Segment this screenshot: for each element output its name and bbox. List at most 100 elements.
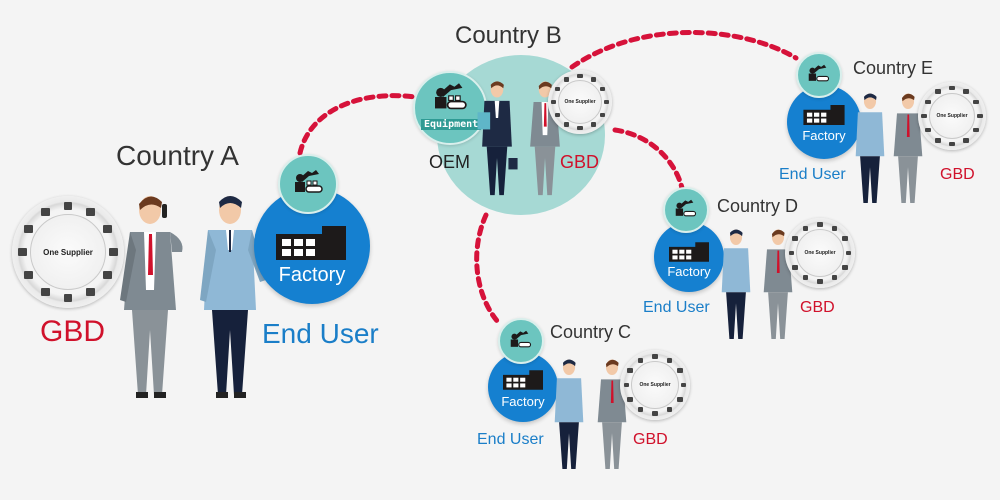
product-thumbnail-icon [817, 279, 823, 285]
product-thumbnail-icon [564, 77, 570, 82]
product-thumbnail-icon [63, 294, 73, 302]
connector-b-a [297, 93, 418, 156]
factory-label-c: Factory [501, 394, 545, 409]
product-thumbnail-icon [925, 99, 931, 105]
product-thumbnail-icon [600, 86, 606, 92]
product-thumbnail-icon [817, 221, 823, 227]
product-thumbnail-icon [977, 113, 983, 119]
product-thumbnail-icon [949, 85, 955, 91]
supplier-label-b: One Supplier [558, 80, 602, 124]
product-thumbnail-icon [63, 202, 73, 210]
country-b-title: Country B [455, 22, 562, 49]
end-user-label-c: End User [477, 431, 544, 448]
country-d-title: Country D [717, 196, 799, 216]
product-thumbnail-icon [623, 382, 630, 388]
product-thumbnail-icon [86, 208, 96, 217]
product-thumbnail-icon [40, 208, 50, 217]
product-thumbnail-icon [554, 86, 560, 92]
product-thumbnail-icon [921, 113, 927, 119]
supplier-label-d: One Supplier [796, 229, 844, 277]
equipment-circle-c [498, 318, 544, 364]
product-thumbnail-icon [831, 225, 838, 231]
robot-arm-conveyor-icon [808, 64, 830, 82]
product-thumbnail-icon [935, 137, 941, 143]
supplier-label-c: One Supplier [631, 361, 679, 409]
product-thumbnail-icon [590, 77, 596, 82]
product-thumbnail-icon [963, 89, 969, 95]
equipment-circle-d [663, 187, 709, 233]
oem-person-icon [477, 81, 518, 196]
country-e-title: Country E [853, 58, 934, 78]
end-user-label-e: End User [779, 166, 846, 183]
supplier-label-a: One Supplier [30, 214, 106, 290]
product-thumbnail-icon [637, 357, 644, 363]
product-thumbnail-icon [842, 236, 848, 242]
product-thumbnail-icon [666, 357, 673, 363]
product-thumbnail-icon [554, 112, 560, 118]
product-thumbnail-icon [23, 225, 33, 233]
end-user-label-d: End User [643, 299, 710, 316]
factory-label-d: Factory [667, 264, 711, 279]
equipment-label-b: Equipment [421, 119, 482, 130]
product-thumbnail-icon [677, 368, 683, 374]
supplier-ring-b: One Supplier [548, 70, 612, 134]
gbd-person-c-icon [597, 359, 627, 469]
product-thumbnail-icon [925, 127, 931, 133]
product-thumbnail-icon [17, 248, 27, 256]
product-thumbnail-icon [831, 275, 838, 281]
product-thumbnail-icon [973, 99, 979, 105]
product-thumbnail-icon [590, 122, 596, 127]
product-thumbnail-icon [109, 248, 119, 256]
oem-label: OEM [429, 152, 471, 172]
equipment-circle-a [278, 154, 338, 214]
supplier-ring-c: One Supplier [620, 350, 690, 420]
country-a-title: Country A [116, 140, 239, 171]
equipment-circle-e [796, 52, 842, 98]
product-thumbnail-icon [802, 275, 809, 281]
product-thumbnail-icon [577, 73, 583, 78]
product-thumbnail-icon [666, 407, 673, 413]
product-thumbnail-icon [652, 411, 658, 417]
product-thumbnail-icon [103, 225, 113, 233]
connector-b-c [474, 212, 501, 325]
end-user-person-e-icon [855, 93, 885, 203]
factory-building-icon [669, 242, 709, 262]
product-thumbnail-icon [652, 353, 658, 359]
product-thumbnail-icon [973, 127, 979, 133]
product-thumbnail-icon [792, 264, 798, 270]
product-thumbnail-icon [627, 396, 633, 402]
gbd-label-e: GBD [940, 166, 975, 183]
product-thumbnail-icon [845, 250, 852, 256]
supplier-ring-e: One Supplier [918, 82, 986, 150]
product-thumbnail-icon [680, 382, 687, 388]
robot-arm-conveyor-icon [510, 330, 532, 348]
supplier-ring-a: One Supplier [12, 196, 124, 308]
supplier-ring-d: One Supplier [785, 218, 855, 288]
robot-arm-conveyor-icon [435, 83, 467, 110]
product-thumbnail-icon [40, 287, 50, 296]
robot-arm-conveyor-icon [295, 170, 323, 193]
gbd-label-a: GBD [40, 315, 106, 348]
product-thumbnail-icon [949, 141, 955, 147]
gbd-person-e-icon [893, 93, 923, 203]
factory-label-a: Factory [278, 264, 346, 286]
product-thumbnail-icon [842, 264, 848, 270]
gbd-person-d-icon [763, 229, 793, 339]
product-thumbnail-icon [603, 99, 609, 105]
factory-circle-d: Factory [654, 222, 724, 292]
supplier-label-e: One Supplier [929, 93, 975, 139]
factory-label-e: Factory [802, 128, 846, 143]
product-thumbnail-icon [677, 396, 683, 402]
product-thumbnail-icon [103, 271, 113, 279]
country-c-title: Country C [550, 322, 632, 342]
product-thumbnail-icon [792, 236, 798, 242]
factory-building-icon [503, 370, 543, 390]
product-thumbnail-icon [600, 112, 606, 118]
product-thumbnail-icon [577, 126, 583, 131]
gbd-label-b: GBD [560, 152, 600, 172]
product-thumbnail-icon [935, 89, 941, 95]
end-user-person-c-icon [554, 359, 584, 469]
product-thumbnail-icon [86, 287, 96, 296]
product-thumbnail-icon [963, 137, 969, 143]
product-thumbnail-icon [627, 368, 633, 374]
